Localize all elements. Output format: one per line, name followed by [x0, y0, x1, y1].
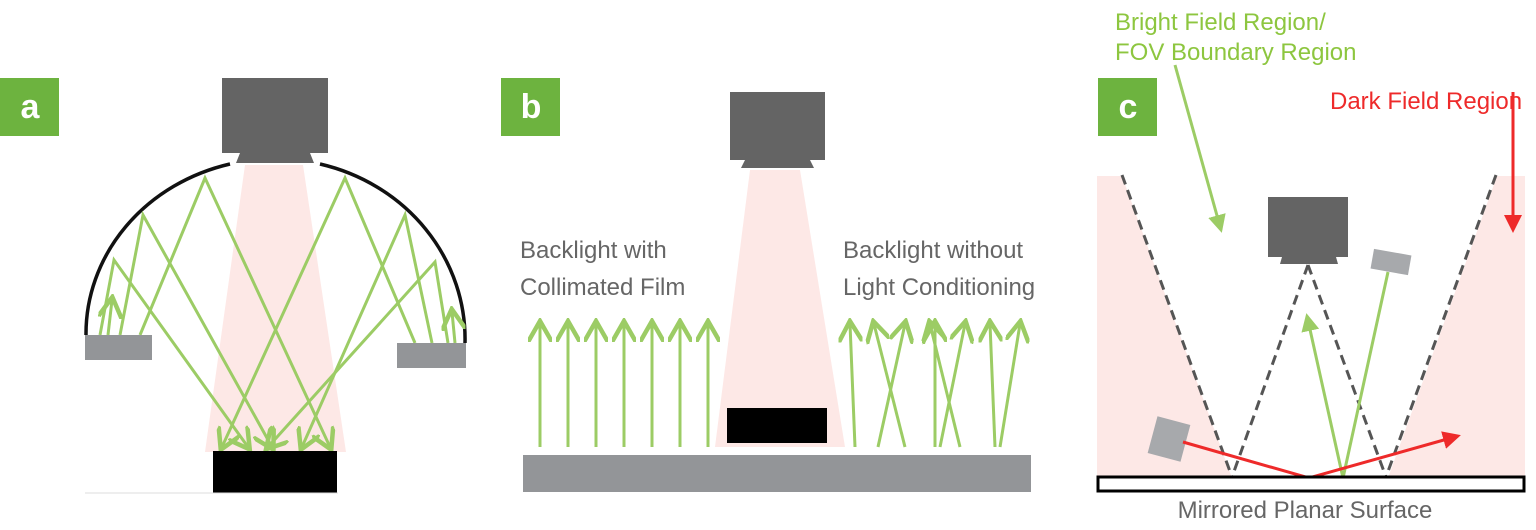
bright-field-label-line1: Bright Field Region/ [1115, 9, 1326, 36]
scattered-rays [850, 324, 1020, 448]
fov-cone [715, 170, 845, 447]
light-rays [100, 174, 455, 447]
dome-left [84, 162, 231, 336]
dark-field-light [1147, 416, 1191, 462]
panel-b: b Backlight with Collimated Film Backlig… [501, 78, 1035, 492]
camera-lens [1280, 257, 1338, 264]
camera-icon [1268, 197, 1348, 257]
target-object [213, 451, 337, 493]
light-source-left [85, 335, 152, 360]
reflected-green-ray [1301, 313, 1345, 479]
unconditioned-label-line1: Backlight without [843, 237, 1023, 264]
incident-green-ray [1341, 271, 1390, 479]
panel-b-label: b [521, 88, 542, 126]
panel-c: c Bright Field Region/ FOV Boundary Regi… [1096, 9, 1526, 524]
dark-field-label: Dark Field Region [1330, 88, 1522, 115]
panel-b-label-box [501, 78, 560, 136]
backlight-panel [523, 455, 1031, 492]
bright-field-pointer-arrow [1173, 64, 1226, 233]
camera-icon [222, 78, 328, 153]
target-object [727, 408, 827, 443]
camera-lens [741, 160, 814, 168]
mirrored-surface [1096, 475, 1526, 493]
surface-label: Mirrored Planar Surface [1178, 497, 1433, 524]
camera-lens [236, 153, 314, 163]
panel-a-label: a [21, 88, 41, 126]
fov-boundary-lines [1120, 174, 1498, 478]
panel-a-label-box [0, 78, 59, 136]
bright-field-light [1370, 248, 1412, 276]
panel-c-label-box [1098, 78, 1157, 136]
panel-c-label: c [1119, 88, 1138, 126]
camera-icon [730, 92, 825, 160]
panel-a: a [0, 78, 467, 494]
bright-field-label-line2: FOV Boundary Region [1115, 39, 1356, 66]
dark-field-region-right [1388, 176, 1525, 478]
collimated-rays [540, 324, 708, 447]
collimated-label-line2: Collimated Film [520, 274, 685, 301]
light-source-right [397, 343, 466, 368]
fov-cone [205, 165, 346, 452]
collimated-label-line1: Backlight with [520, 237, 667, 264]
unconditioned-label-line2: Light Conditioning [843, 274, 1035, 301]
dark-field-region-left [1097, 176, 1232, 478]
